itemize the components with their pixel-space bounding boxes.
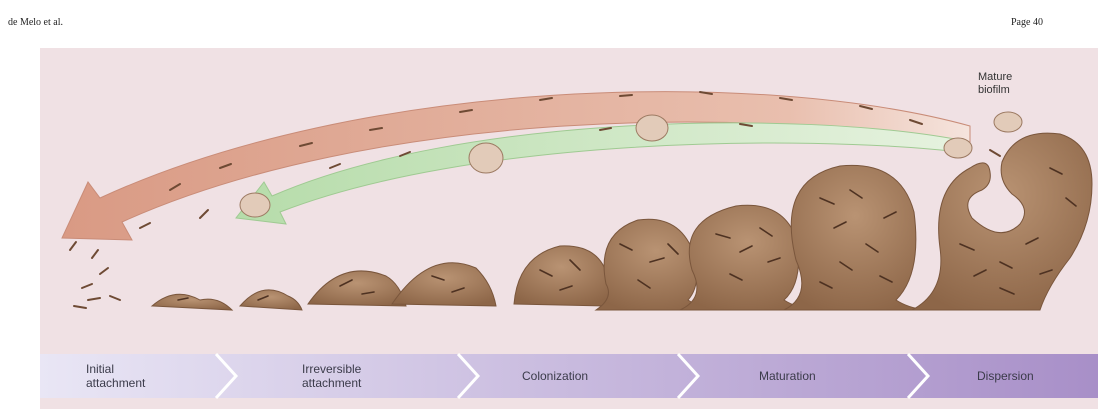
stage-dispersion: Dispersion xyxy=(977,354,1077,398)
initial-attachment-cells xyxy=(152,294,232,310)
stage-label-line: Irreversible xyxy=(302,362,361,376)
callout-line-1: Mature xyxy=(978,71,1038,84)
stage-initial-attachment: Initial attachment xyxy=(86,354,206,398)
stage-label-line: attachment xyxy=(302,376,361,390)
mature-biofilm-dispersing xyxy=(912,133,1092,310)
stage-colonization: Colonization xyxy=(522,354,642,398)
stage-irreversible-attachment: Irreversible attachment xyxy=(302,354,432,398)
maturation-mound xyxy=(784,165,926,310)
stage-label-line: Initial xyxy=(86,362,145,376)
mature-biofilm-label: Mature biofilm xyxy=(978,71,1038,97)
early-microcolony xyxy=(240,290,302,310)
stage-label-line: attachment xyxy=(86,376,145,390)
page-number: Page 40 xyxy=(1011,17,1043,28)
running-header-author: de Melo et al. xyxy=(8,17,63,28)
colonization-mound xyxy=(514,246,609,306)
stage-maturation: Maturation xyxy=(759,354,859,398)
irreversible-microcolony xyxy=(308,271,406,306)
callout-line-2: biofilm xyxy=(978,84,1038,97)
irreversible-microcolony xyxy=(392,263,496,306)
biofilm-lifecycle-figure: Mature biofilm Initial attachment Irreve… xyxy=(40,48,1098,409)
